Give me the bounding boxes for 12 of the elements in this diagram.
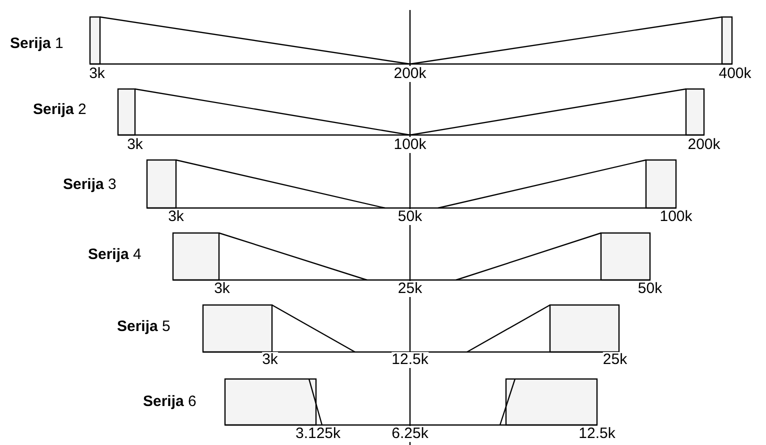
frequency-label: 100k (394, 137, 426, 153)
series-label: Serija 6 (143, 394, 196, 410)
series-label: Serija 4 (88, 247, 142, 263)
frequency-label: 25k (398, 281, 422, 297)
frequency-label: 50k (398, 209, 422, 225)
frequency-label: 12.5k (392, 352, 428, 368)
series-label: Serija 3 (63, 177, 116, 193)
series-label: Serija 5 (117, 319, 170, 335)
series-label: Serija 2 (33, 102, 86, 118)
series-label: Serija 1 (10, 36, 64, 52)
frequency-label: 200k (394, 66, 426, 82)
frequency-label: 6.25k (392, 426, 428, 442)
